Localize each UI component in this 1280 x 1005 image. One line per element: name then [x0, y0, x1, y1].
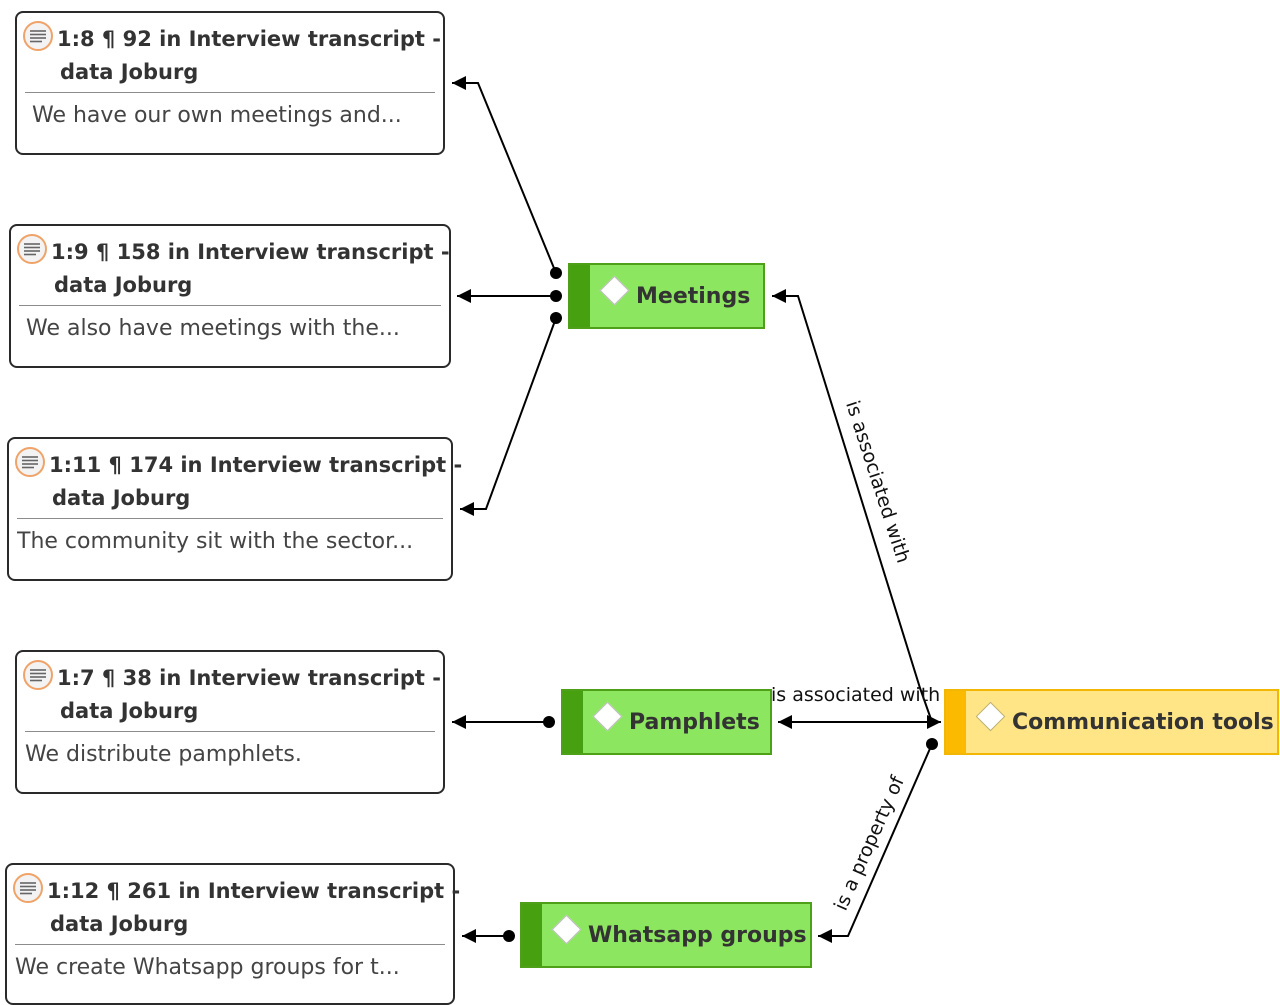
quotation-text: We have our own meetings and...	[32, 103, 402, 128]
code-label: Communication tools	[1012, 709, 1274, 735]
quotation-source: data Joburg	[52, 486, 191, 510]
link-meetings-q1	[452, 76, 557, 274]
quotation-icon	[17, 234, 47, 264]
link-dot	[550, 290, 562, 302]
link-dot	[543, 716, 555, 728]
quotation-source: data Joburg	[54, 273, 193, 297]
quotation-source: data Joburg	[50, 912, 189, 936]
divider	[17, 518, 443, 519]
code-color-bar	[570, 265, 590, 327]
code-color-bar	[563, 691, 583, 753]
code-label: Whatsapp groups	[588, 922, 807, 948]
link-comm-whatsapp	[818, 743, 933, 943]
code-diamond-icon	[975, 701, 1006, 732]
code-diamond-icon	[599, 275, 630, 306]
quotation-icon	[23, 21, 53, 51]
quotation-icon	[15, 447, 45, 477]
code-node-whatsapp-groups[interactable]: Whatsapp groups	[520, 902, 812, 968]
code-color-bar	[946, 691, 966, 753]
quotation-text: We create Whatsapp groups for t...	[15, 955, 400, 980]
code-color-bar	[522, 904, 542, 966]
link-dot	[926, 738, 938, 750]
link-meetings-q3	[460, 317, 557, 516]
code-node-meetings[interactable]: Meetings	[568, 263, 765, 329]
quotation-title: 1:7 ¶ 38 in Interview transcript -	[57, 666, 441, 690]
link-dot	[550, 267, 562, 279]
quotation-card[interactable]: 1:11 ¶ 174 in Interview transcript - dat…	[7, 437, 463, 581]
code-diamond-icon	[551, 914, 582, 945]
divider	[15, 944, 445, 945]
divider	[19, 305, 441, 306]
code-node-pamphlets[interactable]: Pamphlets	[561, 689, 772, 755]
quotation-card[interactable]: 1:9 ¶ 158 in Interview transcript - data…	[9, 224, 451, 368]
quotation-title: 1:12 ¶ 261 in Interview transcript -	[47, 879, 461, 903]
link-meetings-comm	[772, 289, 933, 723]
code-label: Meetings	[636, 283, 751, 309]
quotation-card[interactable]: 1:12 ¶ 261 in Interview transcript - dat…	[5, 863, 461, 1005]
quotation-text: We distribute pamphlets.	[25, 742, 302, 767]
code-label: Pamphlets	[629, 709, 760, 735]
link-dot	[503, 930, 515, 942]
quotation-icon	[13, 873, 43, 903]
divider	[25, 92, 435, 93]
link-dot	[550, 312, 562, 324]
quotation-text: The community sit with the sector...	[17, 529, 414, 554]
quotation-card[interactable]: 1:7 ¶ 38 in Interview transcript - data …	[15, 650, 445, 794]
quotation-text: We also have meetings with the...	[26, 316, 400, 341]
divider	[25, 731, 435, 732]
quotation-title: 1:9 ¶ 158 in Interview transcript -	[51, 240, 450, 264]
relation-label-pamphlets: is associated with	[771, 684, 941, 706]
quotation-icon	[23, 660, 53, 690]
code-node-communication-tools[interactable]: Communication tools	[944, 689, 1279, 755]
code-diamond-icon	[592, 701, 623, 732]
quotation-title: 1:8 ¶ 92 in Interview transcript -	[57, 27, 441, 51]
quotation-source: data Joburg	[60, 60, 199, 84]
quotation-title: 1:11 ¶ 174 in Interview transcript -	[49, 453, 463, 477]
quotation-card[interactable]: 1:8 ¶ 92 in Interview transcript - data …	[15, 11, 445, 155]
quotation-source: data Joburg	[60, 699, 199, 723]
